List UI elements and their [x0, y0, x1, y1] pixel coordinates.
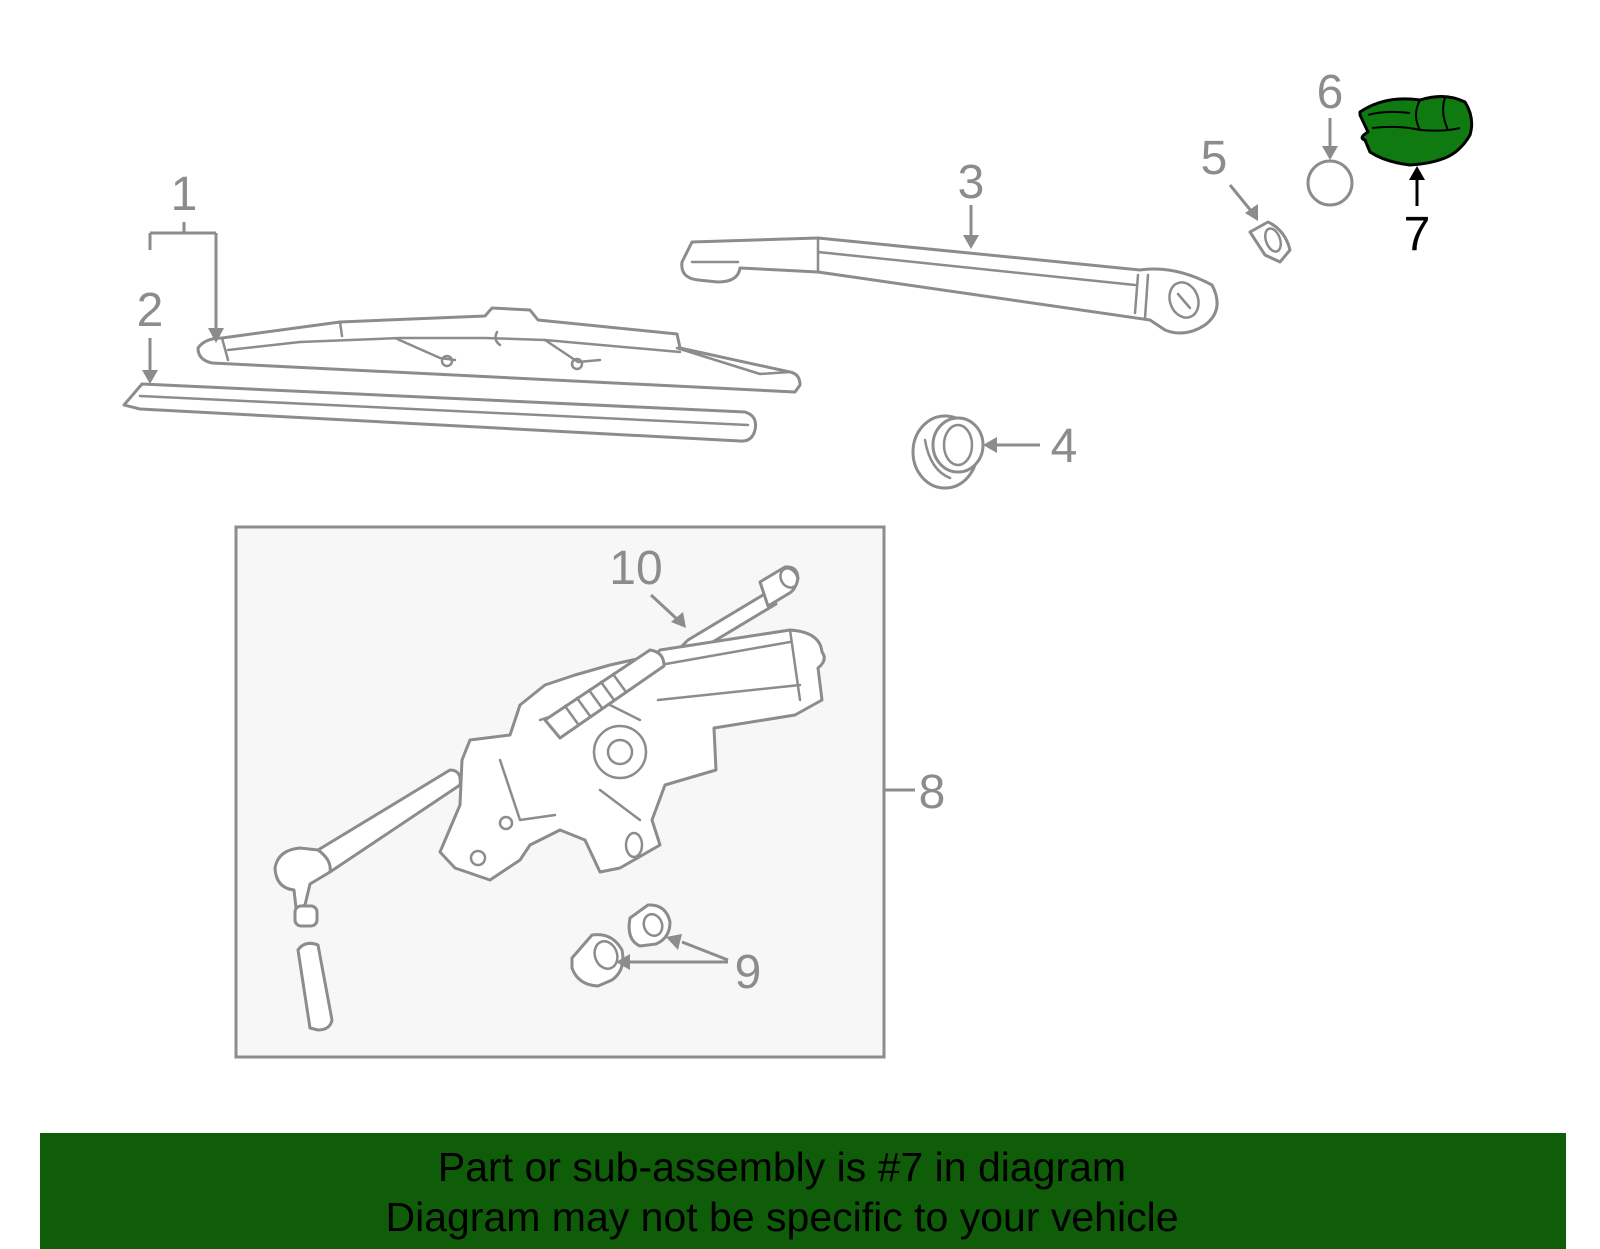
part-9-bushings[interactable]	[570, 903, 672, 988]
callout-8: 8	[919, 766, 946, 819]
banner-line-2: Diagram may not be specific to your vehi…	[385, 1194, 1179, 1240]
callout-7: 7	[1404, 208, 1431, 261]
callout-5: 5	[1201, 132, 1228, 185]
part-2-blade-refill[interactable]	[122, 382, 757, 443]
callout-10: 10	[609, 542, 662, 595]
callout-3: 3	[958, 156, 985, 209]
callout-4: 4	[1051, 420, 1078, 473]
info-banner: Part or sub-assembly is #7 in diagram Di…	[40, 1133, 1566, 1249]
callout-2: 2	[137, 284, 164, 337]
part-1-wiper-blade[interactable]	[196, 306, 802, 394]
part-8-motor-assembly[interactable]	[273, 628, 826, 928]
callout-6: 6	[1317, 66, 1344, 119]
part-4-grommet[interactable]	[911, 414, 985, 490]
callout-1: 1	[171, 168, 198, 221]
part-5-nut[interactable]	[1248, 220, 1292, 264]
part-6-cap[interactable]	[1306, 159, 1354, 207]
part-7-cover-highlighted[interactable]	[1358, 95, 1474, 167]
callout-9: 9	[735, 946, 762, 999]
part-3-wiper-arm[interactable]	[680, 236, 1219, 335]
part-8-sleeve[interactable]	[296, 941, 334, 1032]
leader-lines	[142, 118, 1425, 970]
banner-line-1: Part or sub-assembly is #7 in diagram	[437, 1144, 1127, 1190]
